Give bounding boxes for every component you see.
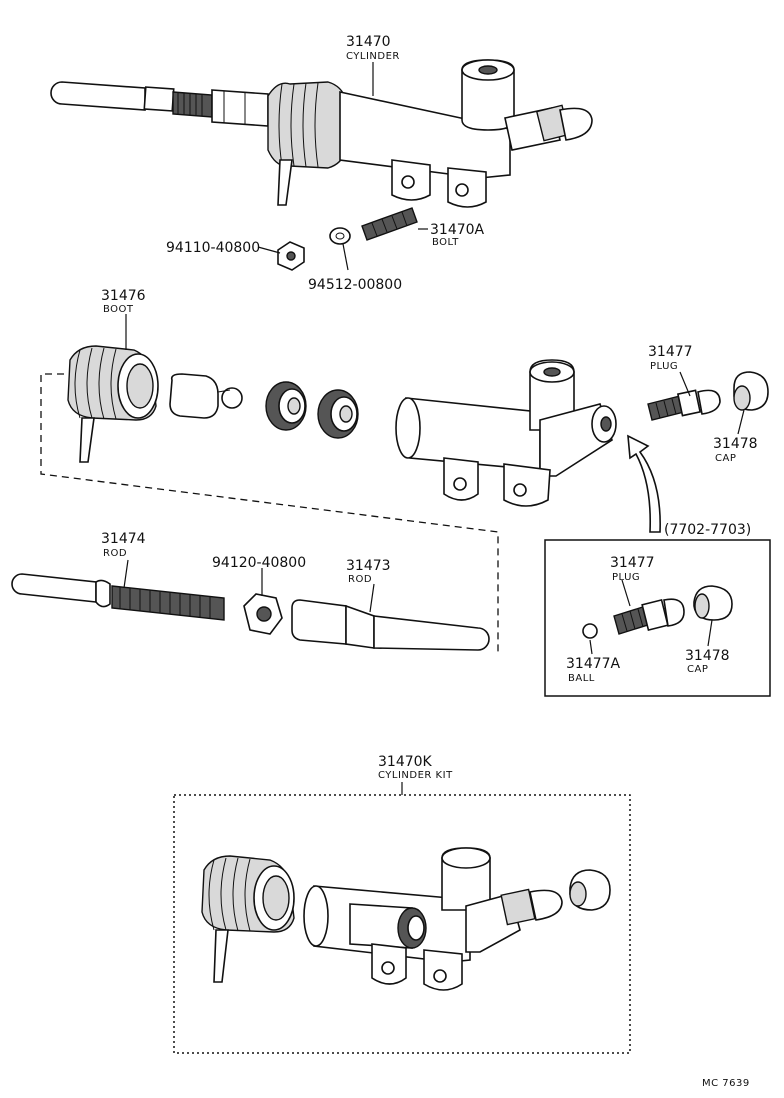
label-31470A-name: BOLT: [432, 237, 459, 248]
label-31470K-number: 31470K: [378, 754, 433, 770]
label-31470K-name: CYLINDER KIT: [378, 770, 453, 781]
label-31476-name: BOOT: [103, 304, 134, 315]
arrow-icon: [627, 434, 661, 533]
label-94110-number: 94110-40800: [166, 240, 260, 256]
inset-box: [544, 539, 771, 697]
nut-94120: [243, 593, 283, 635]
label-94512-number: 94512-00800: [308, 277, 402, 293]
piston: [169, 373, 243, 419]
inset-label-31477-name: PLUG: [612, 572, 640, 583]
cup-seal-2: [317, 389, 359, 439]
label-31473-number: 31473: [346, 558, 391, 574]
label-31476-number: 31476: [101, 288, 146, 304]
cylinder-assembly-top: [50, 59, 593, 208]
nut-94110: [277, 241, 305, 271]
group-dashed-line: [40, 373, 499, 652]
inset-label-31478-name: CAP: [687, 664, 708, 675]
cylinder-kit: 31470K CYLINDER KIT: [173, 754, 631, 1054]
rod-31474: [11, 573, 225, 621]
label-31474-name: ROD: [103, 548, 127, 559]
cap-31478: [733, 371, 769, 411]
ball-31477A: [582, 623, 598, 639]
inset-label-31477A-number: 31477A: [566, 656, 621, 672]
inset-variant: (7702-7703) 31477 PLUG 31477A BALL 31478…: [544, 434, 771, 697]
kit-box: [173, 794, 631, 1054]
label-94120-number: 94120-40800: [212, 555, 306, 571]
inset-cap-31478: [693, 585, 733, 621]
label-31470-number: 31470: [346, 34, 391, 50]
label-31477-name: PLUG: [650, 361, 678, 372]
cup-seal-1: [265, 381, 307, 431]
inset-plug-31477: [613, 598, 685, 635]
label-31470-name: CYLINDER: [346, 51, 400, 62]
inset-label-31477A-name: BALL: [568, 673, 595, 684]
label-31477-number: 31477: [648, 344, 693, 360]
inset-label-31478-number: 31478: [685, 648, 730, 664]
figure-code: MC 7639: [702, 1078, 750, 1089]
label-31478-number: 31478: [713, 436, 758, 452]
label-31478-name: CAP: [715, 453, 736, 464]
bolt-31470A: [361, 207, 418, 241]
label-31473-name: ROD: [348, 574, 372, 585]
rod-31473: [291, 599, 490, 651]
inset-label-31477-number: 31477: [610, 555, 655, 571]
plug-31477: [647, 389, 721, 421]
inset-date-range: (7702-7703): [664, 522, 751, 538]
boot-31476: [67, 345, 159, 463]
label-31474-number: 31474: [101, 531, 146, 547]
label-31470A-number: 31470A: [430, 222, 485, 238]
cylinder-body: [395, 359, 617, 507]
washer-94512: [329, 227, 351, 245]
